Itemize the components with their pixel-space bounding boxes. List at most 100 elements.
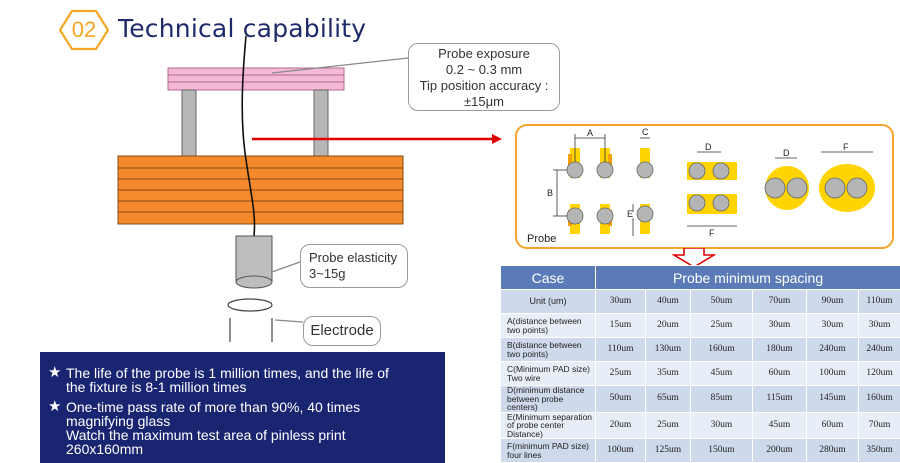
table-cell: 100um xyxy=(595,438,646,463)
table-cell: 110um xyxy=(857,289,900,314)
down-arrow-icon xyxy=(672,248,716,268)
hexagon-badge-icon xyxy=(58,9,110,51)
table-cell: 30um xyxy=(806,313,859,338)
table-cell: 150um xyxy=(690,438,753,463)
left-support-post xyxy=(181,89,197,157)
probe-spacing-illustration: A B C D E F D F xyxy=(547,127,875,238)
table-cell: 25um xyxy=(690,313,753,338)
table-cell: 160um xyxy=(690,337,753,362)
feature-line: the fixture is 8-1 million times xyxy=(66,379,247,395)
spacing-diagram-panel: A B C D E F D F Probe xyxy=(515,124,894,249)
row-label: D(minimum distance between probe centers… xyxy=(500,385,596,413)
feature-line: magnifying glass xyxy=(66,413,171,429)
table-cell: 115um xyxy=(752,385,807,413)
feature-line: The life of the probe is 1 million times… xyxy=(66,365,389,381)
column-header-case: Case xyxy=(500,265,596,290)
table-cell: 25um xyxy=(645,411,691,439)
column-header-spacing: Probe minimum spacing xyxy=(594,265,900,290)
probe-label: Probe xyxy=(527,233,557,245)
probe-spacing-table: Case Probe minimum spacing Unit (um)30um… xyxy=(500,265,900,463)
table-cell: 40um xyxy=(645,289,691,314)
table-cell: 180um xyxy=(752,337,807,362)
callout-line: 3~15g xyxy=(309,266,346,281)
table-cell: 65um xyxy=(645,385,691,413)
row-label: C(Minimum PAD size) Two wire xyxy=(500,361,596,386)
page-title: Technical capability xyxy=(118,14,367,43)
row-label: A(distance between two points) xyxy=(500,313,596,338)
table-cell: 70um xyxy=(752,289,807,314)
feature-item: ★ One-time pass rate of more than 90%, 4… xyxy=(48,398,361,456)
electrode-shape xyxy=(227,298,273,312)
table-row: D(minimum distance between probe centers… xyxy=(500,385,900,413)
table-header-row: Case Probe minimum spacing xyxy=(500,265,900,290)
row-label: E(Minimum separation of probe center Dis… xyxy=(500,411,596,439)
callout-line: Tip position accuracy : xyxy=(419,78,549,93)
feature-line: One-time pass rate of more than 90%, 40 … xyxy=(66,399,361,415)
table-cell: 85um xyxy=(690,385,753,413)
section-number: 02 xyxy=(71,17,97,42)
table-cell: 160um xyxy=(857,385,900,413)
label-f: F xyxy=(709,228,715,238)
table-cell: 30um xyxy=(752,313,807,338)
table-cell: 50um xyxy=(595,385,646,413)
label-b: B xyxy=(547,188,553,198)
table-cell: 200um xyxy=(752,438,807,463)
table-cell: 60um xyxy=(752,361,807,386)
table-cell: 30um xyxy=(690,411,753,439)
table-cell: 90um xyxy=(806,289,859,314)
table-cell: 350um xyxy=(857,438,900,463)
label-c: C xyxy=(642,127,649,137)
table-cell: 280um xyxy=(806,438,859,463)
table-cell: 120um xyxy=(857,361,900,386)
table-cell: 240um xyxy=(857,337,900,362)
star-icon: ★ xyxy=(48,364,62,381)
table-cell: 35um xyxy=(645,361,691,386)
table-cell: 20um xyxy=(645,313,691,338)
callout-line: Probe elasticity xyxy=(309,250,398,265)
section-number-badge: 02 xyxy=(58,8,110,52)
table-cell: 110um xyxy=(595,337,646,362)
table-cell: 30um xyxy=(857,313,900,338)
features-info-box: ★ The life of the probe is 1 million tim… xyxy=(40,352,445,463)
callout-line: Probe exposure xyxy=(438,46,530,61)
row-label: F(minimum PAD size) four lines xyxy=(500,438,596,463)
star-icon: ★ xyxy=(48,398,62,415)
right-support-post xyxy=(313,89,329,157)
feature-item: ★ The life of the probe is 1 million tim… xyxy=(48,364,389,395)
label-d2: D xyxy=(783,148,790,158)
label-d: D xyxy=(705,142,712,152)
table-cell: 25um xyxy=(595,361,646,386)
probe-elasticity-callout: Probe elasticity 3~15g xyxy=(300,244,408,288)
callout-line: ±15μm xyxy=(464,94,504,109)
table-cell: 130um xyxy=(645,337,691,362)
callout-line: 0.2 ~ 0.3 mm xyxy=(445,62,523,77)
probe-exposure-callout: Probe exposure 0.2 ~ 0.3 mm Tip position… xyxy=(408,43,560,111)
table-cell: 15um xyxy=(595,313,646,338)
table-cell: 45um xyxy=(690,361,753,386)
probe-cylinder xyxy=(235,235,273,283)
table-cell: 100um xyxy=(806,361,859,386)
electrode-callout: Electrode xyxy=(303,316,381,346)
label-a: A xyxy=(587,128,593,138)
table-cell: 70um xyxy=(857,411,900,439)
fixture-cross-section-diagram xyxy=(117,35,502,342)
feature-line: Watch the maximum test area of pinless p… xyxy=(66,427,346,443)
row-label: Unit (um) xyxy=(500,289,596,314)
table-cell: 125um xyxy=(645,438,691,463)
probe-wire xyxy=(241,35,256,237)
label-e: E xyxy=(627,209,633,219)
row-label: B(distance between two points) xyxy=(500,337,596,362)
table-cell: 60um xyxy=(806,411,859,439)
table-cell: 50um xyxy=(690,289,753,314)
probe-plate xyxy=(167,67,345,91)
table-cell: 20um xyxy=(595,411,646,439)
table-row: E(Minimum separation of probe center Dis… xyxy=(500,411,900,439)
table-cell: 240um xyxy=(806,337,859,362)
table-cell: 30um xyxy=(595,289,646,314)
table-cell: 45um xyxy=(752,411,807,439)
